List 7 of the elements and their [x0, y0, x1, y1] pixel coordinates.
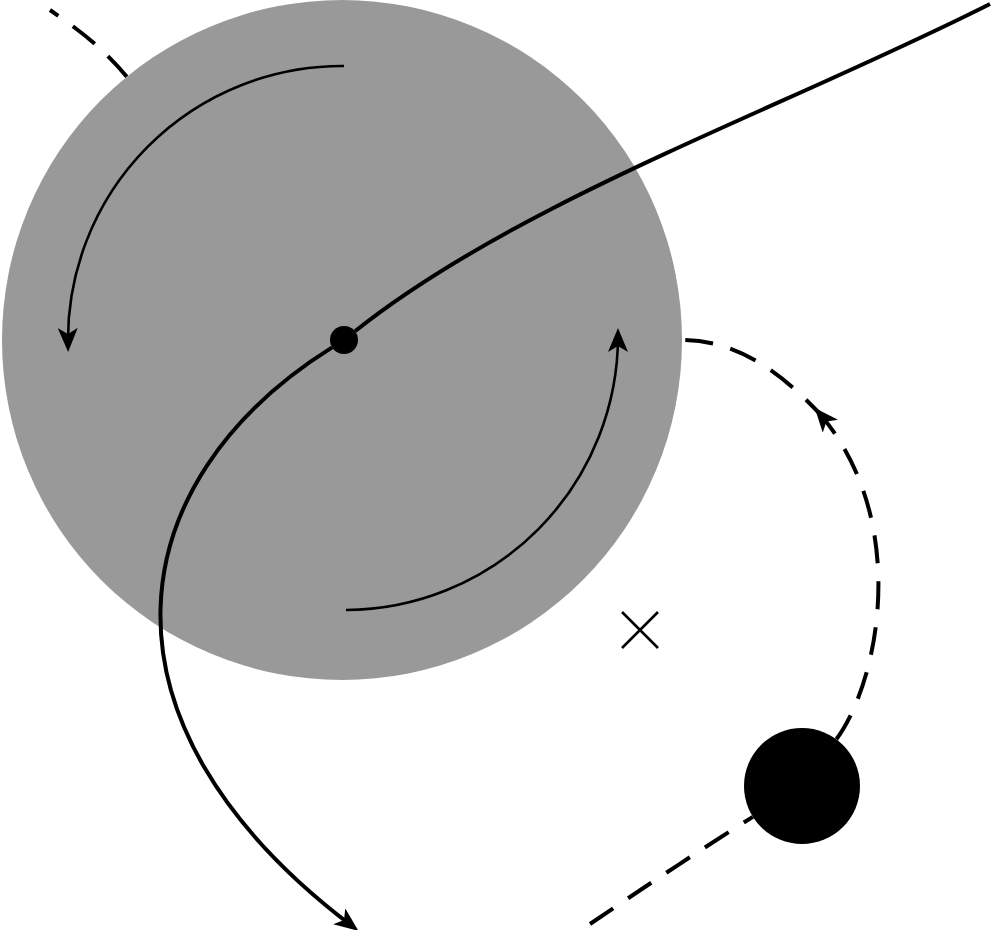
dashed-trajectory	[48, 8, 129, 79]
dashed-trajectory	[588, 815, 754, 926]
trajectory	[353, 2, 991, 333]
trajectory	[158, 345, 359, 930]
center-dot	[330, 326, 358, 354]
dashed-trajectory	[815, 407, 881, 741]
dashed-trajectory	[681, 338, 822, 416]
